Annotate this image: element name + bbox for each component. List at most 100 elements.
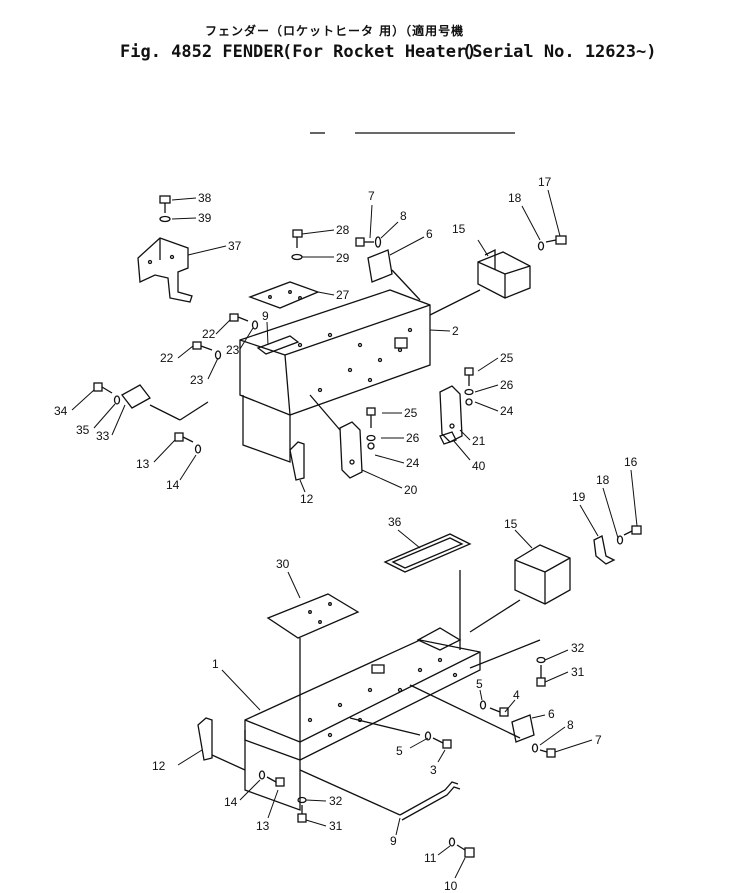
step-20	[339, 421, 363, 479]
bracket-19	[593, 535, 616, 565]
application-label: (For Rocket Heater)	[282, 42, 477, 62]
leader-lines	[71, 189, 638, 879]
fender-frame-1	[244, 627, 481, 811]
callout-18-upper: 18	[508, 191, 522, 205]
handle-9	[256, 335, 300, 355]
callout-9-upper: 9	[262, 309, 269, 323]
callout-32-right: 32	[571, 641, 585, 655]
callout-12-lower: 12	[152, 759, 166, 773]
callout-38: 38	[198, 191, 212, 205]
callout-36: 36	[388, 515, 402, 529]
callout-26-b: 26	[500, 378, 514, 392]
callout-37: 37	[228, 239, 242, 253]
callout-22-a: 22	[202, 327, 216, 341]
cover-6-lower	[511, 714, 535, 743]
bolt-28	[291, 229, 303, 261]
bolt-10	[448, 837, 475, 858]
plate-40	[439, 431, 457, 445]
callout-11: 11	[424, 851, 437, 865]
bracket-12-upper	[289, 441, 305, 481]
bolt-16	[616, 525, 642, 545]
callout-17: 17	[538, 175, 552, 189]
heater-bracket-15-upper	[477, 248, 531, 299]
callout-12-upper: 12	[300, 492, 314, 506]
bolt-25-b	[464, 367, 474, 406]
bolt-13-upper	[174, 432, 202, 454]
heater-bracket-15-lower	[514, 544, 571, 605]
bolt-13-lower	[258, 770, 285, 787]
bolt-7-upper	[355, 236, 382, 248]
plate-33	[121, 384, 151, 409]
callout-15-upper: 15	[452, 222, 466, 236]
callout-20: 20	[404, 483, 418, 497]
callout-23-b: 23	[190, 373, 204, 387]
bolt-3	[424, 731, 452, 749]
grille-36	[383, 533, 472, 573]
callout-34: 34	[54, 404, 68, 418]
callout-15-lower: 15	[504, 517, 518, 531]
callout-13-lower: 13	[256, 819, 270, 833]
callout-5-b: 5	[396, 744, 403, 758]
bolt-17	[537, 235, 567, 251]
bolt-7-lower	[531, 743, 556, 758]
bolt-22-b	[192, 341, 222, 360]
bracket-12-lower	[197, 717, 213, 761]
callout-8: 8	[400, 209, 407, 223]
callout-25-b: 25	[500, 351, 514, 365]
callout-13-upper: 13	[136, 457, 150, 471]
callout-26-a: 26	[406, 431, 420, 445]
callout-39: 39	[198, 211, 212, 225]
callout-35: 35	[76, 423, 90, 437]
callout-7: 7	[368, 189, 375, 203]
callout-16: 16	[624, 455, 638, 469]
callout-25-a: 25	[404, 406, 418, 420]
callout-29: 29	[336, 251, 350, 265]
step-21	[439, 385, 463, 443]
callout-14-lower: 14	[224, 795, 238, 809]
callout-33: 33	[96, 429, 110, 443]
callout-2: 2	[452, 324, 459, 338]
fender-2	[239, 289, 431, 463]
bolt-22-a	[229, 313, 259, 330]
callout-19: 19	[572, 490, 586, 504]
callout-31-bottom: 31	[329, 819, 343, 833]
callout-24-b: 24	[500, 404, 514, 418]
callout-24-a: 24	[406, 456, 420, 470]
callout-3: 3	[430, 763, 437, 777]
callout-30: 30	[276, 557, 290, 571]
callout-40: 40	[472, 459, 486, 473]
callout-23-a: 23	[226, 343, 240, 357]
callout-21: 21	[472, 434, 486, 448]
assembly-lines-lower	[211, 570, 541, 816]
callout-22-b: 22	[160, 351, 174, 365]
callout-10: 10	[444, 879, 458, 893]
callout-32-bottom: 32	[329, 794, 343, 808]
bolt-25-a	[366, 407, 376, 450]
bolt-34	[93, 382, 121, 405]
callout-6: 6	[426, 227, 433, 241]
bolt-31-right	[536, 656, 546, 687]
cover-6	[367, 249, 393, 283]
bracket-37	[137, 237, 193, 303]
callout-14-upper: 14	[166, 478, 180, 492]
callouts-lower: 36 15 19 18 16 30 1 32 31 5 4 6 8 7 5 3 …	[152, 455, 638, 893]
callout-18-lower: 18	[596, 473, 610, 487]
callout-6-lower: 6	[548, 707, 555, 721]
callout-4: 4	[513, 688, 520, 702]
step-plate-27	[248, 281, 320, 309]
bolt-4	[479, 700, 509, 717]
callout-8-lower: 8	[567, 718, 574, 732]
callout-5-a: 5	[476, 677, 483, 691]
callout-1: 1	[212, 657, 219, 671]
callouts-upper: 38 39 37 7 8 6 28 29 27 15 18 17 22 23 9…	[54, 175, 552, 506]
bolt-31-bottom	[297, 796, 307, 823]
assembly-lines-upper	[149, 269, 481, 431]
serial-range-label: (Serial No. 12623~)	[462, 42, 657, 62]
figure-title: Fig. 4852 FENDER	[120, 42, 284, 62]
callout-27: 27	[336, 288, 350, 302]
bolt-38	[159, 195, 171, 223]
callout-31-right: 31	[571, 665, 585, 679]
rod-9	[399, 781, 461, 821]
callout-28: 28	[336, 223, 350, 237]
